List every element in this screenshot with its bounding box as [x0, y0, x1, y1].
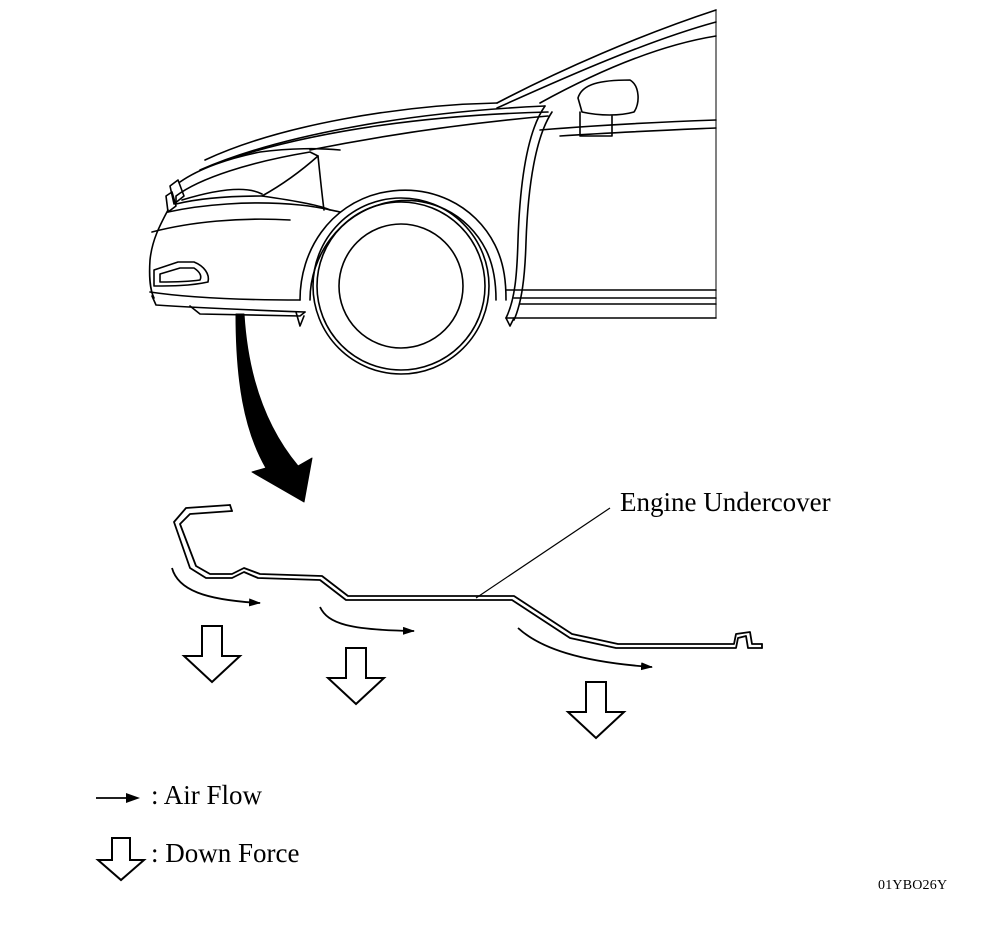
pointer-arrow [235, 313, 313, 503]
engine-undercover-profile [173, 504, 763, 649]
down-force-arrow [565, 681, 627, 740]
air-flow-arrows [171, 567, 653, 671]
hollow-down-arrow-icon [95, 837, 147, 882]
leader-line [475, 507, 611, 599]
legend-air-flow-text: : Air Flow [151, 780, 263, 810]
arrow-icon [96, 793, 140, 803]
car-front-illustration [148, 9, 717, 375]
air-flow-arrow [171, 567, 261, 607]
engine-undercover-label: Engine Undercover [620, 487, 831, 517]
figure-code: 01YBO26Y [878, 878, 948, 893]
air-flow-arrow [319, 606, 415, 635]
air-flow-arrow [517, 627, 653, 671]
down-force-arrow [181, 625, 243, 684]
down-force-arrow [325, 647, 387, 706]
legend-down-force-text: : Down Force [151, 838, 300, 868]
down-force-arrows [181, 625, 627, 740]
